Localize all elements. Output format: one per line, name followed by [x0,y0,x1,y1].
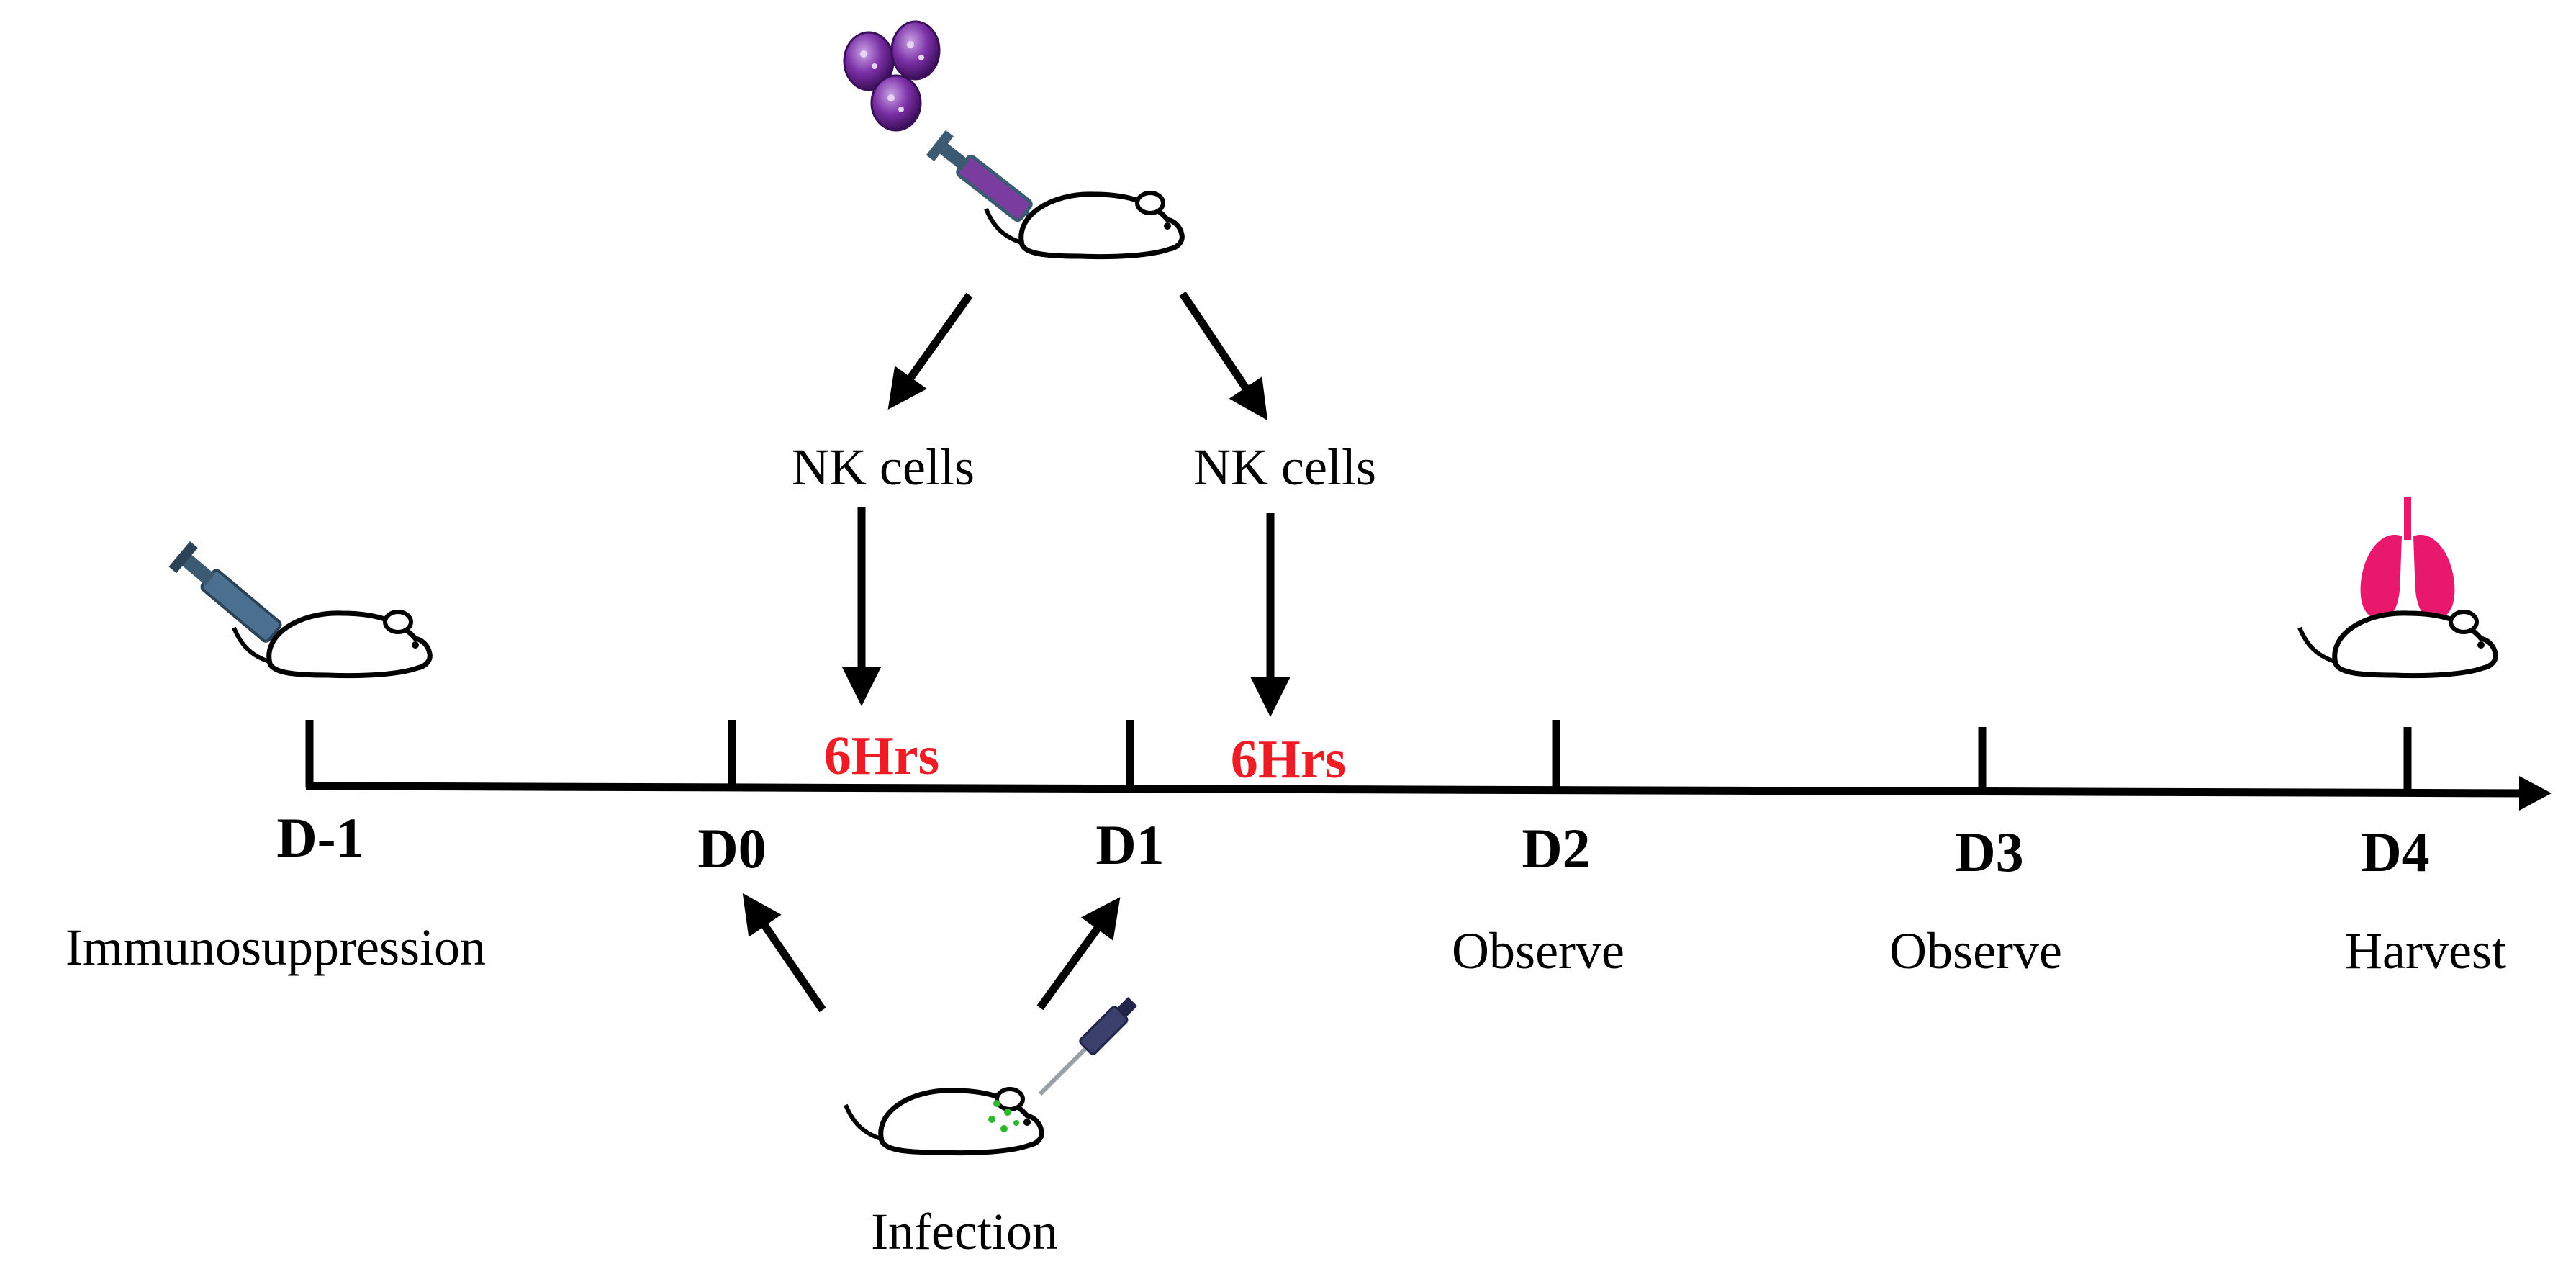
spray-icon [988,1100,1019,1132]
activity-observe-d3: Observe [1889,922,2062,980]
timeline-axis [305,782,2534,798]
arrow-to-nk-1 [887,292,973,410]
donor-syringe-icon [926,130,1056,237]
activity-observe-d2: Observe [1452,922,1624,980]
delay-label-1: 6Hrs [824,726,939,786]
lungs-icon [2360,497,2455,619]
infection-mouse-icon [846,1089,1041,1153]
arrow-infection-to-d0 [742,893,826,1013]
timeline-arrowhead [2519,776,2552,811]
pipette-icon [1038,996,1138,1096]
nk-cells-label-2: NK cells [1193,438,1376,496]
nk-cells-label-1: NK cells [792,438,975,496]
cells-icon [843,20,941,132]
day-label-d0: D0 [697,817,766,880]
activity-immunosuppression: Immunosuppression [65,918,486,976]
day-label-d3: D3 [1955,821,2023,883]
activity-harvest: Harvest [2345,922,2506,980]
arrow-to-nk-2 [1179,291,1268,421]
harvest-mouse-icon [2300,612,2495,676]
day-label-d-minus-1: D-1 [276,806,363,869]
day-label-d1: D1 [1095,813,1164,876]
infection-label: Infection [871,1203,1058,1260]
day-label-d2: D2 [1522,817,1590,880]
arrow-infection-to-d1 [1036,897,1121,1011]
day-label-d4: D4 [2361,821,2429,883]
delay-label-2: 6Hrs [1231,729,1346,790]
